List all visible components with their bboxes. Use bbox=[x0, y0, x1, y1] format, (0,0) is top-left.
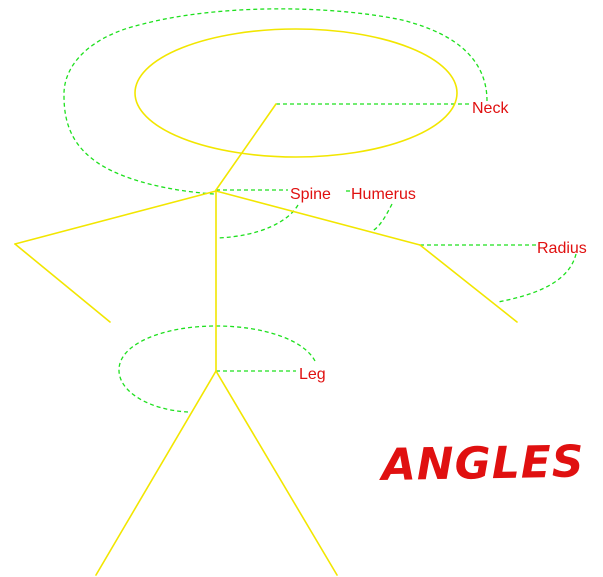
humerus-label: Humerus bbox=[351, 186, 416, 203]
neck-label: Neck bbox=[472, 100, 509, 117]
radius-label: Radius bbox=[537, 240, 587, 257]
spine-label: Spine bbox=[290, 186, 331, 203]
leg-label: Leg bbox=[299, 366, 326, 383]
angles-title: ANGLES bbox=[378, 436, 585, 491]
